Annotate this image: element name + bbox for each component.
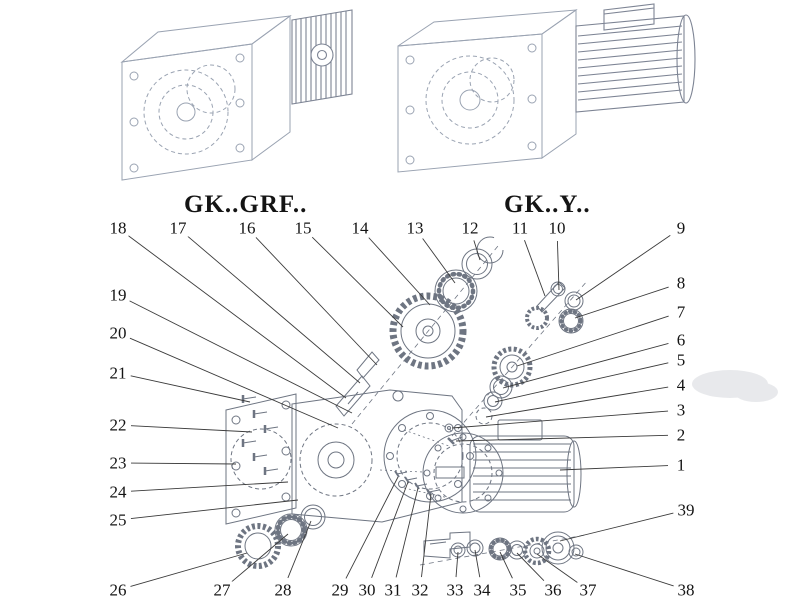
leader-line-26 [130,552,248,587]
assembled-unit-gk-grf-drawing [120,9,353,181]
part-callout-28: 28 [272,580,294,600]
leader-line-23 [130,462,237,465]
leader-line-25 [130,499,299,520]
leader-line-13 [422,238,456,284]
leader-line-9 [575,234,671,301]
part-callout-1: 1 [674,455,688,475]
leader-line-10 [556,240,560,291]
leader-line-17 [187,236,361,384]
part-callout-21: 21 [107,363,129,383]
leader-line-12 [473,240,481,261]
leader-line-31 [395,487,419,578]
leader-line-33 [455,551,459,578]
exploded-view [225,236,589,569]
leader-line-27 [231,533,289,582]
part-callout-30: 30 [356,580,378,600]
leader-line-21 [130,375,251,403]
part-callout-27: 27 [211,580,233,600]
flange-bolts [241,395,279,475]
leader-line-14 [368,237,431,306]
leader-line-19 [129,300,353,414]
model-label-gk-grf: GK..GRF.. [184,191,308,218]
part-callout-38: 38 [675,580,697,600]
leader-line-28 [287,520,312,579]
leader-line-37 [536,553,578,583]
leader-line-22 [130,425,253,433]
part-callout-6: 6 [674,330,688,350]
motor-drawing [575,3,696,113]
leader-line-32 [421,493,432,578]
part-callout-22: 22 [107,415,129,435]
leader-line-18 [128,235,347,399]
leader-line-24 [130,481,289,492]
leader-line-11 [524,240,546,297]
leader-line-6 [502,342,669,389]
part-callout-20: 20 [107,323,129,343]
part-callout-36: 36 [542,580,564,600]
part-callout-26: 26 [107,580,129,600]
leader-line-35 [499,551,513,579]
part-callout-29: 29 [329,580,351,600]
leader-line-3 [451,410,669,429]
part-callout-34: 34 [471,580,493,600]
leader-line-29 [345,476,399,579]
part-callout-25: 25 [107,510,129,530]
part-callout-35: 35 [507,580,529,600]
part-callout-15: 15 [292,218,314,238]
motor-flange-bolts [394,470,440,496]
input-fin-cover [291,9,353,105]
part-callout-37: 37 [577,580,599,600]
assembled-unit-gk-y-drawing [397,3,696,173]
input-shaft-gear-stack [335,236,504,417]
leader-line-2 [455,434,669,442]
part-callout-39: 39 [675,500,697,520]
model-label-gk-y: GK..Y.. [504,191,591,218]
part-callout-10: 10 [546,218,568,238]
leader-line-4 [485,386,669,418]
part-callout-7: 7 [674,302,688,322]
output-shaft-assembly [423,531,584,566]
part-callout-4: 4 [674,375,688,395]
part-callout-17: 17 [167,218,189,238]
part-callout-3: 3 [674,400,688,420]
part-callout-24: 24 [107,482,129,502]
leader-line-39 [559,512,674,542]
leader-line-1 [559,465,669,471]
part-callout-32: 32 [409,580,431,600]
part-callout-11: 11 [509,218,531,238]
electric-motor [379,419,582,514]
leader-line-38 [574,553,674,587]
leader-line-7 [516,315,669,367]
leader-line-34 [474,549,481,578]
part-callout-18: 18 [107,218,129,238]
leader-line-8 [574,286,669,319]
leader-line-36 [516,552,545,581]
axis-output-stack [419,534,586,566]
part-callout-9: 9 [674,218,688,238]
leader-line-15 [311,236,404,328]
part-callout-33: 33 [444,580,466,600]
part-callout-16: 16 [236,218,258,238]
part-callout-13: 13 [404,218,426,238]
part-callout-31: 31 [382,580,404,600]
part-callout-5: 5 [674,350,688,370]
leader-line-5 [494,362,669,403]
part-callout-2: 2 [674,425,688,445]
part-callout-23: 23 [107,453,129,473]
leader-line-16 [255,237,378,366]
leader-line-30 [371,481,409,579]
leader-line-20 [129,337,339,429]
watermark-smudge [692,370,778,402]
part-callout-8: 8 [674,273,688,293]
part-callout-14: 14 [349,218,371,238]
output-seal-and-bearing [235,504,326,569]
part-callout-12: 12 [459,218,481,238]
axis-input-stack [351,245,499,425]
motor-pinion-stack [444,281,584,445]
part-callout-19: 19 [107,285,129,305]
